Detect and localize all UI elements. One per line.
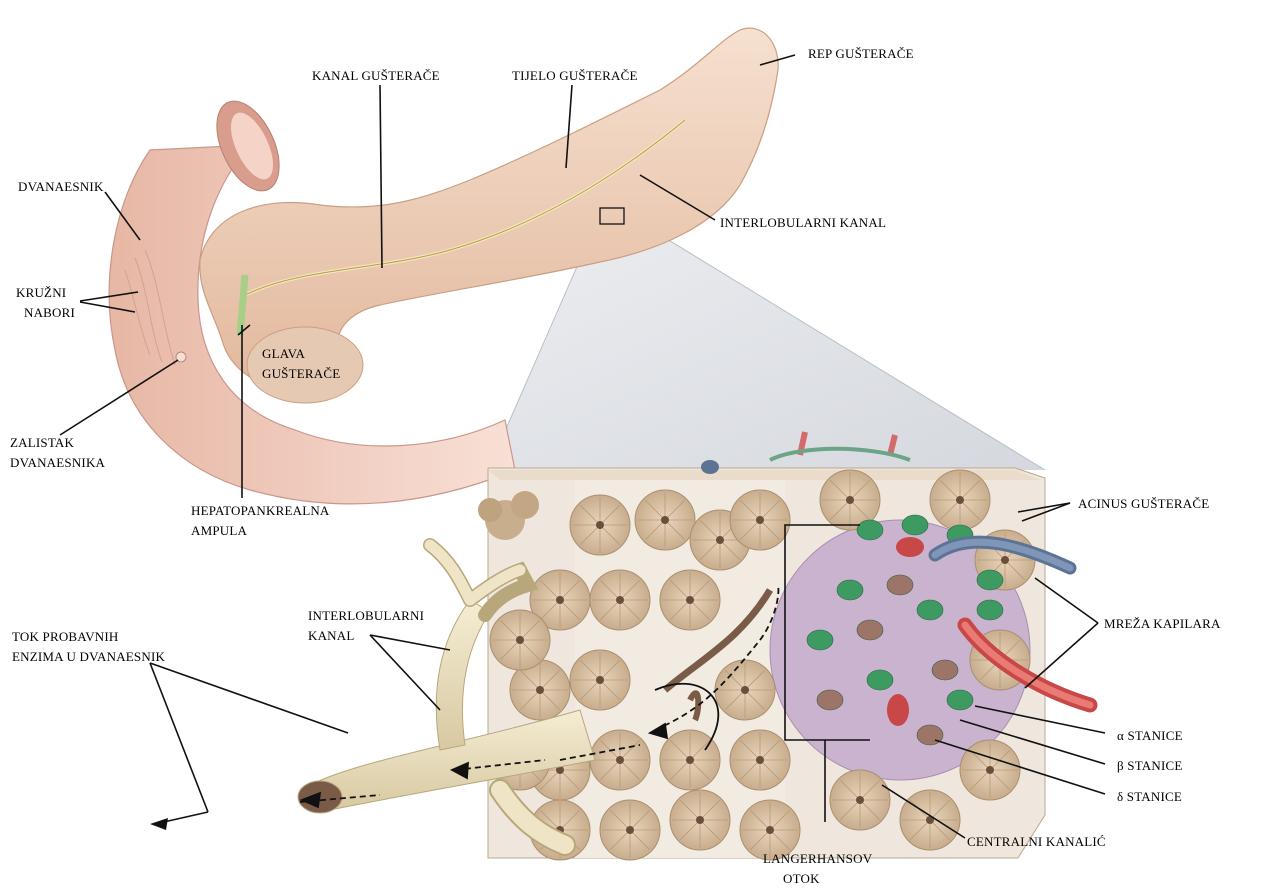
label-interlobular-duct-top: INTERLOBULARNI KANAL (720, 213, 886, 233)
label-langerhans-2: OTOK (783, 869, 820, 888)
label-duodenum: DVANAESNIK (18, 177, 104, 197)
label-ampulla-2: AMPULA (191, 521, 247, 541)
acinus-lumen (536, 686, 544, 694)
label-central-canal: CENTRALNI KANALIĆ (967, 832, 1106, 852)
label-interlobular-duct-low-2: KANAL (308, 626, 355, 646)
acinus-lumen (596, 676, 604, 684)
label-tail: REP GUŠTERAČE (808, 44, 914, 64)
acinus-lumen (616, 756, 624, 764)
alpha-cell (902, 515, 928, 535)
alpha-cell (857, 520, 883, 540)
acinus-lumen (716, 536, 724, 544)
acinus-lumen (1001, 556, 1009, 564)
acinus-lumen (696, 816, 704, 824)
alpha-cell (977, 600, 1003, 620)
label-head-1: GLAVA (262, 344, 305, 364)
acinus-lumen (616, 596, 624, 604)
acinus-lumen (756, 756, 764, 764)
acinus-lumen (856, 796, 864, 804)
acinus-lumen (756, 516, 764, 524)
acinus-lumen (741, 686, 749, 694)
label-enzyme-flow-2: ENZIMA U DVANAESNIK (12, 647, 165, 667)
delta-cell (857, 620, 883, 640)
acinus-lumen (766, 826, 774, 834)
label-delta-cells: δ STANICE (1117, 787, 1182, 807)
acinus-lumen (986, 766, 994, 774)
label-body: TIJELO GUŠTERAČE (512, 66, 638, 86)
label-alpha-cells: α STANICE (1117, 726, 1183, 746)
label-capillary-network: MREŽA KAPILARA (1104, 614, 1221, 634)
label-ampulla-1: HEPATOPANKREALNA (191, 501, 330, 521)
delta-cell (932, 660, 958, 680)
acinus-lumen (661, 516, 669, 524)
delta-cell (817, 690, 843, 710)
label-circular-folds-2: NABORI (24, 303, 75, 323)
label-enzyme-flow-1: TOK PROBAVNIH (12, 627, 119, 647)
acinus-lumen (626, 826, 634, 834)
alpha-cell (977, 570, 1003, 590)
label-circular-folds-1: KRUŽNI (16, 283, 66, 303)
label-acinus: ACINUS GUŠTERAČE (1078, 494, 1209, 514)
acinus-lumen (686, 756, 694, 764)
label-head-2: GUŠTERAČE (262, 364, 340, 384)
alpha-cell (947, 690, 973, 710)
acinus-lumen (596, 521, 604, 529)
alpha-cell (837, 580, 863, 600)
alpha-cell (917, 600, 943, 620)
alpha-cell (807, 630, 833, 650)
label-pancreatic-duct: KANAL GUŠTERAČE (312, 66, 440, 86)
label-valve-2: DVANAESNIKA (10, 453, 105, 473)
acinus-lumen (686, 596, 694, 604)
delta-cell (887, 575, 913, 595)
acinus-lumen (556, 596, 564, 604)
acinus-lumen (846, 496, 854, 504)
alpha-cell (867, 670, 893, 690)
label-valve-1: ZALISTAK (10, 433, 74, 453)
label-interlobular-duct-low-1: INTERLOBULARNI (308, 606, 424, 626)
label-langerhans-1: LANGERHANSOV (763, 849, 872, 869)
acinus-lumen (956, 496, 964, 504)
label-beta-cells: β STANICE (1117, 756, 1183, 776)
acinus-lumen (516, 636, 524, 644)
